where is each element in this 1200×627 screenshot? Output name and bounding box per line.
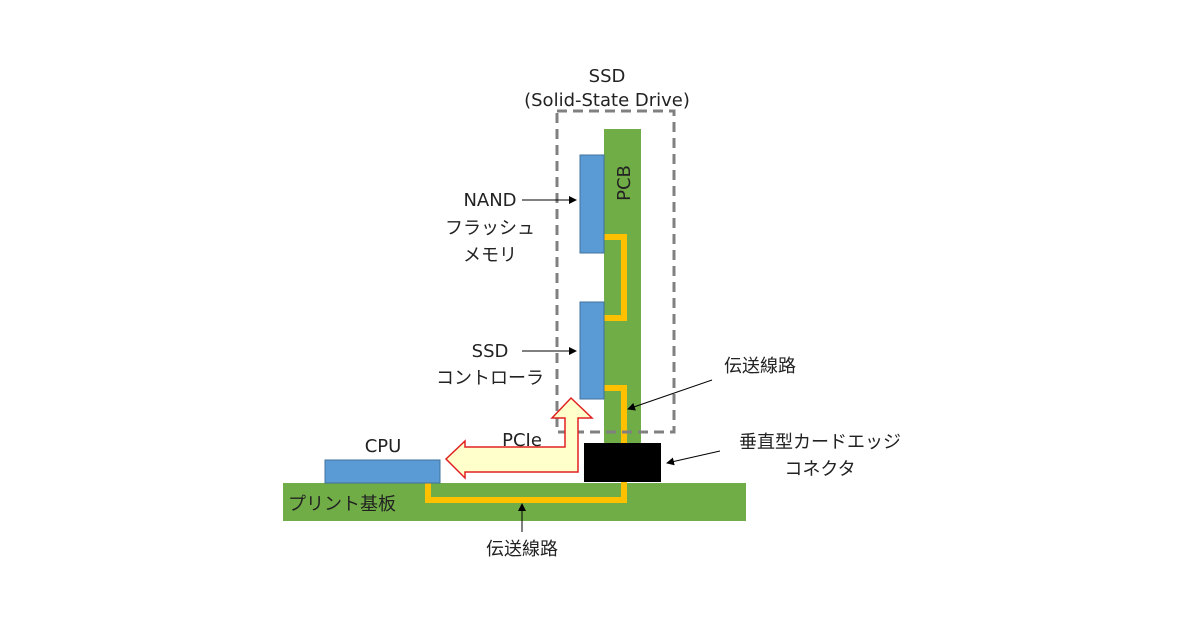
transmission-line-upper-arrow [627,379,713,411]
ssd-subtitle: (Solid-State Drive) [524,90,690,111]
lower-trace [425,385,627,503]
ssd-title: SSD [589,66,626,87]
transmission-line-lower-label: 伝送線路 [486,539,558,560]
nand-label-3: メモリ [463,245,517,266]
transmission-line-upper-label: 伝送線路 [724,356,796,377]
controller-label-2: コントローラ [436,368,544,389]
cpu-label: CPU [365,436,402,457]
pcb-label: PCB [614,165,635,201]
pcie-label: PCIe [502,430,542,451]
pcie-arrow [444,396,594,480]
ssd-boundary [555,109,676,434]
controller-label-1: SSD [472,341,509,362]
card-edge-connector [584,443,661,482]
connector-pointer-arrow [666,450,721,466]
cpu-chip [324,459,441,484]
connector-label-1: 垂直型カードエッジ [739,432,901,453]
connector-label-2: コネクタ [784,459,855,480]
nand-flash-chip [579,154,605,254]
upper-trace [604,234,627,321]
board-label: プリント基板 [288,494,396,515]
nand-label-2: フラッシュ [445,218,535,239]
ssd-controller-chip [579,301,605,400]
nand-label-1: NAND [463,190,516,211]
